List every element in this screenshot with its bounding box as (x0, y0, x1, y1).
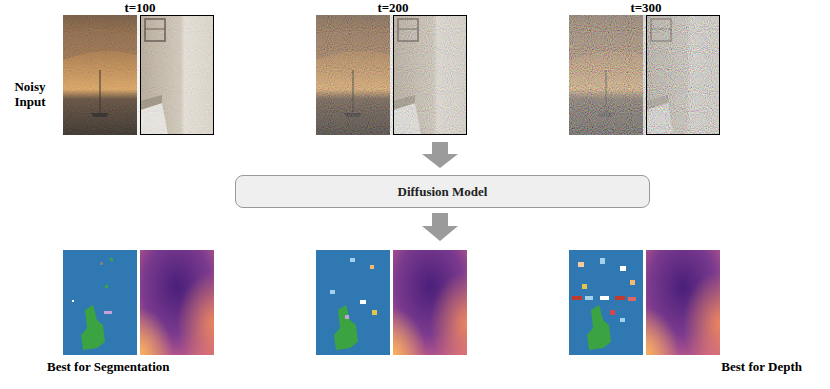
caption-label: Best for Segmentation (47, 360, 170, 375)
box-text: Diffusion Model (398, 184, 488, 200)
time-step-label: t=300 (630, 1, 661, 16)
time-step-label: t=100 (124, 1, 155, 16)
time-step-label: t=200 (377, 1, 408, 16)
row-label: Noisy Input (2, 80, 58, 110)
caption-label: Best for Depth (721, 360, 802, 375)
process-box: Diffusion Model (235, 175, 650, 208)
